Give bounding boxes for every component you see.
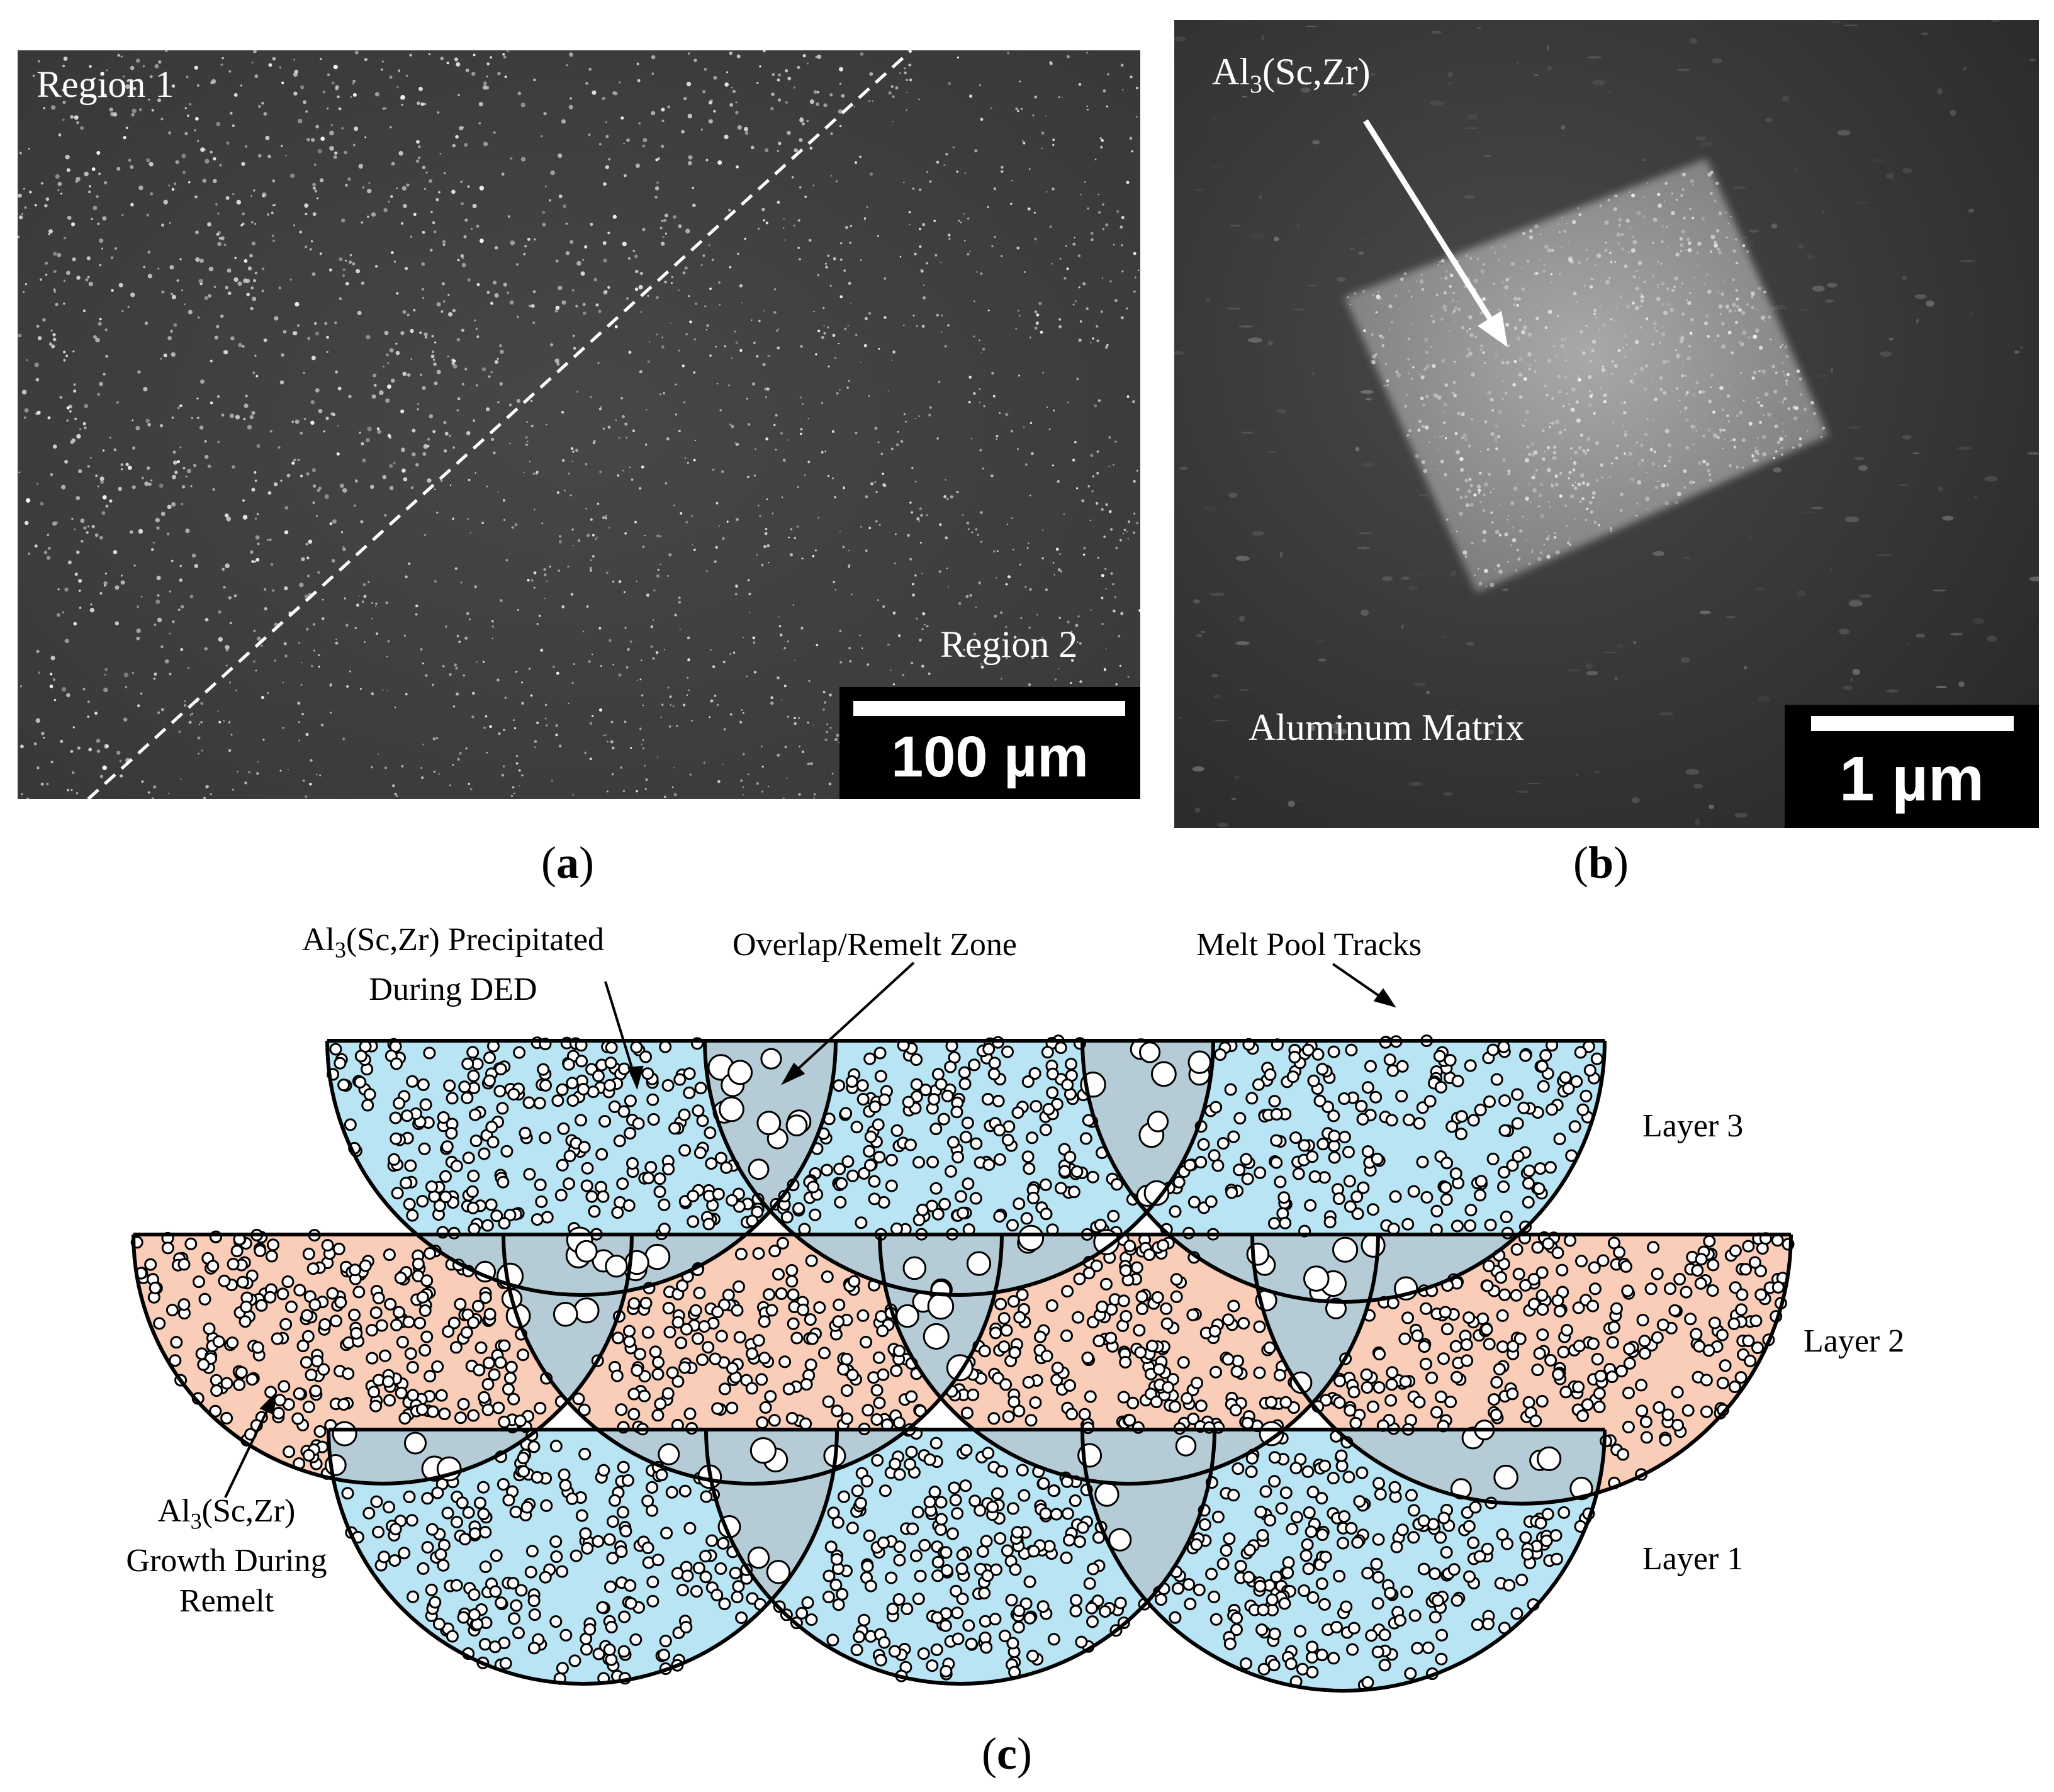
- precipitates-large: [324, 1038, 1593, 1584]
- melt-pool-diagram: Al3(Sc,Zr) Precipitated During DED Overl…: [0, 868, 2054, 1792]
- scale-bar-a-line: [853, 701, 1125, 716]
- precipitate-arrow-head: [1478, 311, 1508, 347]
- label-growth-during-remelt: Al3(Sc,Zr) Growth During Remelt: [126, 1493, 327, 1620]
- scale-bar-a-text: 100 µm: [891, 725, 1089, 789]
- region-boundary-line: [87, 50, 912, 799]
- precipitate-label: Al3(Sc,Zr): [1212, 51, 1371, 98]
- label-layer-3: Layer 3: [1642, 1108, 1744, 1144]
- label-precipitated-during-ded: Al3(Sc,Zr) Precipitated During DED: [301, 922, 605, 1008]
- scale-bar-a: 100 µm: [839, 687, 1140, 799]
- pool-outlines: [132, 1039, 1793, 1693]
- scale-bar-b-text: 1 µm: [1839, 744, 1984, 814]
- label-layer-2: Layer 2: [1804, 1323, 1905, 1359]
- caption-b: (b): [1573, 837, 1629, 888]
- label-melt-pool-tracks: Melt Pool Tracks: [1196, 927, 1422, 963]
- label-layer-1: Layer 1: [1642, 1541, 1744, 1577]
- scale-bar-b-line: [1811, 716, 2014, 731]
- sem-image-b: Al3(Sc,Zr) Aluminum Matrix 1 µm: [1174, 20, 2039, 828]
- precipitate-arrow: [1363, 119, 1494, 323]
- region-2-label: Region 2: [940, 624, 1078, 665]
- caption-a: (a): [541, 837, 594, 888]
- caption-c: (c): [982, 1728, 1032, 1779]
- sem-image-b-canvas: [1174, 20, 2039, 828]
- precipitate-particle: [1344, 159, 1829, 593]
- melt-pool-diagram-canvas: [130, 961, 1795, 1693]
- region-1-label: Region 1: [36, 64, 174, 105]
- sem-image-a: Region 1 Region 2 100 µm: [18, 50, 1140, 799]
- scale-bar-b: 1 µm: [1785, 705, 2039, 828]
- label-overlap-remelt-zone: Overlap/Remelt Zone: [732, 927, 1017, 963]
- sem-image-a-canvas: [18, 50, 1140, 799]
- matrix-label: Aluminum Matrix: [1249, 707, 1525, 748]
- precipitates-small: [130, 1034, 1795, 1691]
- leader-arrows: [224, 961, 1396, 1498]
